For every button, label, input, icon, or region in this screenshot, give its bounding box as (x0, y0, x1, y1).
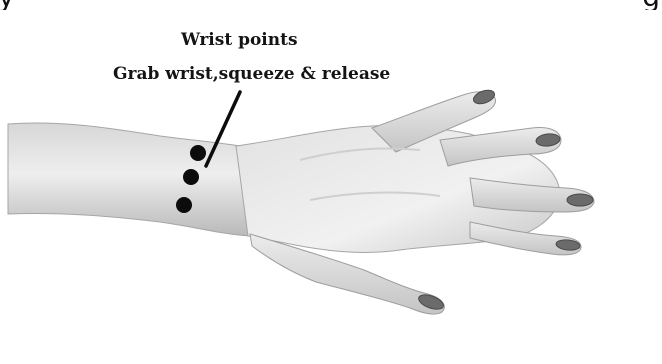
wrist-point-lower (176, 197, 192, 213)
ring-nail-icon (567, 194, 593, 206)
wrist-point-upper (190, 145, 206, 161)
diagram-title: Wrist points (181, 30, 341, 50)
forearm-shape (8, 123, 250, 236)
diagram-instruction: Grab wrist,squeeze & release (113, 64, 443, 84)
wrist-point-middle (183, 169, 199, 185)
